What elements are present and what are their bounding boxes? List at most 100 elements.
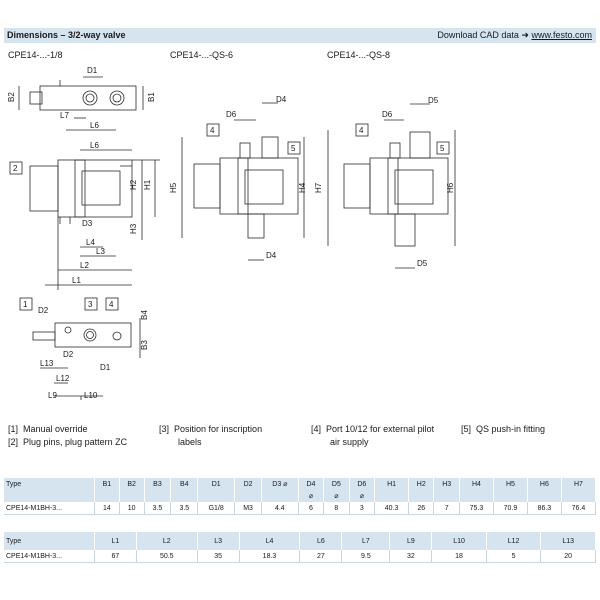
dimensions-table-1: Type B1 B2 B3 B4 D1 D2 D3 ⌀ D4 D5 D6 H1 … [4, 478, 597, 515]
table-cell: 3.5 [170, 502, 199, 515]
table-subheader-cell: ⌀ [349, 490, 376, 502]
legend-num: [5] [461, 424, 472, 434]
table-cell: 7 [433, 502, 460, 515]
callout-5-box-a [287, 141, 301, 155]
table-header-cell: L4 [239, 532, 301, 550]
table-header-cell: L13 [540, 532, 596, 550]
table-header-cell: H4 [459, 478, 494, 490]
section-title: Dimensions – 3/2-way valve [7, 30, 126, 40]
table-header-cell: L12 [486, 532, 542, 550]
table-subheader-row: ⌀ ⌀ ⌀ [4, 490, 597, 502]
table-header-cell: L1 [94, 532, 137, 550]
dim-d5-top: D5 [428, 96, 439, 105]
legend-col-1: [1] Manual override [2] Plug pins, plug … [8, 423, 127, 449]
legend-col-3: [4] Port 10/12 for external pilot air su… [311, 423, 434, 449]
cad-download[interactable]: Download CAD data ➜ www.festo.com [437, 28, 592, 43]
table-cell: 9.5 [341, 550, 391, 563]
dim-h4: H4 [298, 182, 307, 193]
table-cell: 76.4 [561, 502, 597, 515]
table-subheader-cell [561, 490, 597, 502]
callout-4-box-b [206, 123, 220, 137]
table-cell: 75.3 [459, 502, 494, 515]
dim-l9: L9 [48, 391, 57, 400]
table-header-cell: H1 [374, 478, 410, 490]
table-subheader-cell [4, 490, 95, 502]
table-row: CPE14-M1BH-3... 14 10 3.5 3.5 G1/8 M3 4.… [4, 502, 597, 515]
table-header-cell: D3 ⌀ [261, 478, 299, 490]
table-cell: 35 [197, 550, 240, 563]
festo-link[interactable]: www.festo.com [531, 30, 592, 40]
dim-d6-qs6: D6 [226, 110, 237, 119]
section-header: Dimensions – 3/2-way valve Download CAD … [4, 28, 596, 43]
table-subheader-cell [170, 490, 199, 502]
callout-4-b: 4 [210, 126, 215, 135]
callout-4-c: 4 [359, 126, 364, 135]
table-subheader-cell [94, 490, 120, 502]
legend-text: QS push-in fitting [476, 424, 546, 434]
table-cell: CPE14-M1BH-3... [4, 502, 95, 515]
table-cell: 67 [94, 550, 137, 563]
table-header-cell: L10 [431, 532, 487, 550]
qs8-body [369, 157, 449, 215]
dim-d5-bottom: D5 [417, 259, 428, 268]
dim-b2: B2 [7, 92, 16, 102]
table-cell: 20 [540, 550, 596, 563]
legend-text-cont: labels [178, 437, 202, 447]
table-cell: 8 [323, 502, 350, 515]
table-cell: 4.4 [261, 502, 299, 515]
view-title-qs6: CPE14-...-QS-6 [170, 50, 234, 60]
legend-text: Port 10/12 for external pilot [326, 424, 435, 434]
callout-4-a: 4 [109, 300, 114, 309]
table-header-cell: D2 [234, 478, 262, 490]
dim-l12: L12 [56, 374, 70, 383]
front-view-body [57, 159, 133, 218]
table-cell: 3.5 [144, 502, 172, 515]
legend-text: Plug pins, plug pattern ZC [23, 437, 128, 447]
table-subheader-cell [433, 490, 460, 502]
callout-1: 1 [23, 300, 28, 309]
table-header-cell: L9 [389, 532, 433, 550]
bottom-view-body [54, 322, 132, 348]
table-cell: 18.3 [239, 550, 301, 563]
dim-h2: H2 [129, 179, 138, 190]
dim-l6-front: L6 [90, 141, 99, 150]
dim-d3-front: D3 [82, 219, 93, 228]
dim-d1-top: D1 [87, 66, 98, 75]
table-cell: 32 [389, 550, 433, 563]
table-subheader-cell: ⌀ [298, 490, 325, 502]
table-subheader-cell [234, 490, 262, 502]
table-cell: 3 [349, 502, 376, 515]
legend-text-cont: air supply [330, 437, 369, 447]
dim-d2-bottom-b: D2 [63, 350, 74, 359]
dim-l1: L1 [72, 276, 81, 285]
table-cell: 70.9 [493, 502, 528, 515]
table-cell: 27 [299, 550, 343, 563]
table-subheader-cell [408, 490, 435, 502]
callout-1-box [19, 297, 33, 311]
table-header-cell: L2 [136, 532, 198, 550]
table-subheader-cell [493, 490, 528, 502]
table-row: CPE14-M1BH-3... 67 50.5 35 18.3 27 9.5 3… [4, 550, 596, 563]
callout-4-box-c [355, 123, 369, 137]
legend-col-4: [5] QS push-in fitting [461, 423, 545, 436]
table-header-cell: B2 [119, 478, 145, 490]
dim-b1: B1 [147, 92, 156, 102]
dim-l3: L3 [96, 247, 105, 256]
table-subheader-cell [374, 490, 410, 502]
callout-5-box-b [436, 141, 450, 155]
dim-h6: H6 [446, 182, 455, 193]
view-title-1-8: CPE14-...-1/8 [8, 50, 63, 60]
dim-l13: L13 [40, 359, 54, 368]
callout-4-box-a [105, 297, 119, 311]
dim-d4-bottom: D4 [266, 251, 277, 260]
dimension-drawing: D1 B2 B1 L7 L6 L6 H2 H1 H3 D3 L4 L3 L2 L… [7, 66, 456, 400]
table-header-cell: D5 [323, 478, 350, 490]
table-subheader-cell [197, 490, 236, 502]
table-cell: 86.3 [527, 502, 562, 515]
callout-2-box [9, 161, 23, 175]
table-cell: 6 [298, 502, 325, 515]
dim-b4: B4 [140, 310, 149, 320]
table-subheader-cell [144, 490, 172, 502]
legend-num: [3] [159, 424, 170, 434]
table-header-cell: H7 [561, 478, 597, 490]
